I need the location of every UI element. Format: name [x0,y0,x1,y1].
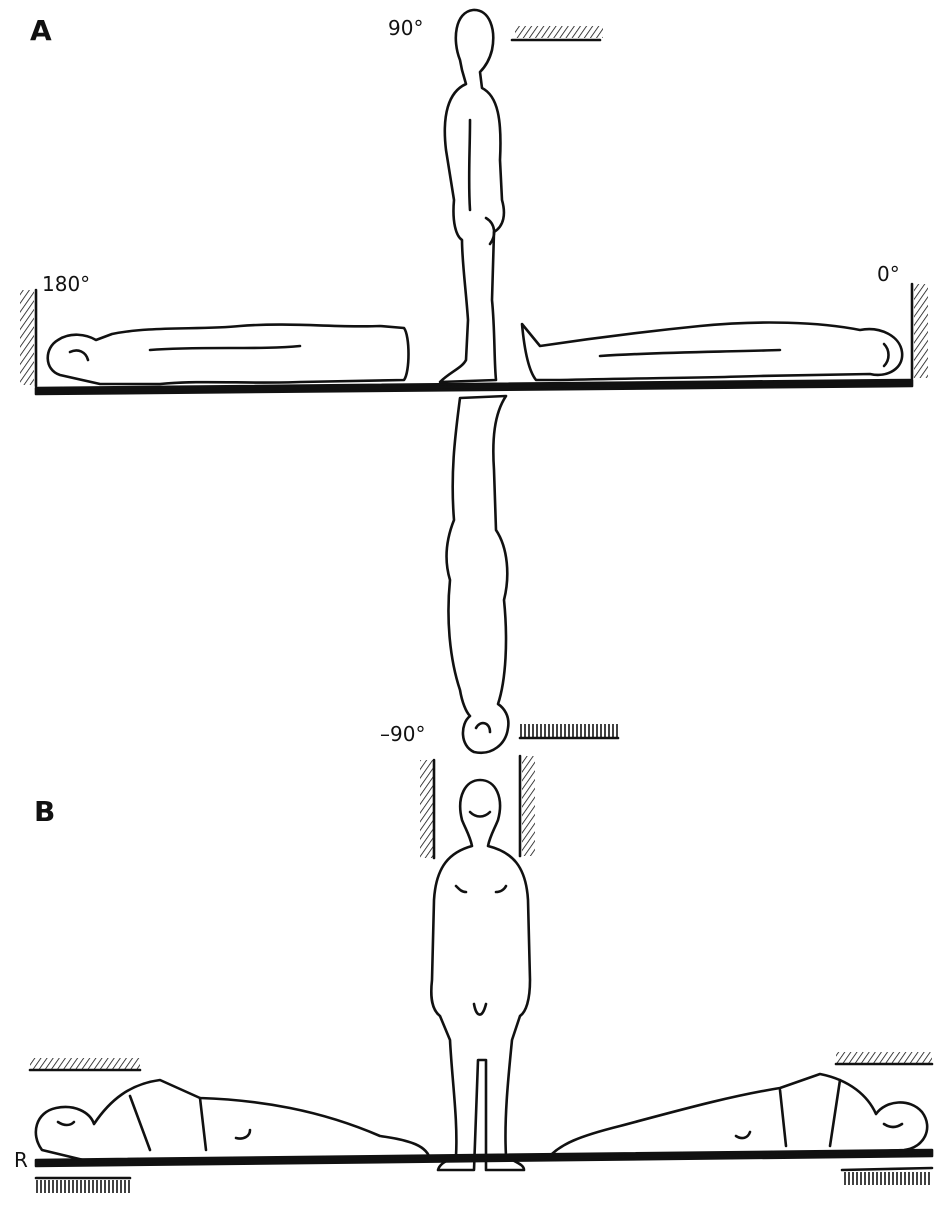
top-hatch-b-left [30,1058,140,1070]
angle-label-90: 90° [388,16,423,40]
top-hatch-b-right [836,1052,932,1064]
panel-label-a: A [30,14,52,47]
supine-figure-right [522,323,902,380]
floor-marker-b-left [36,1178,130,1193]
angle-label-minus-90: –90° [380,722,425,746]
upright-figure-frontal [431,780,530,1170]
upright-figure-profile [440,10,504,382]
frontal-walls [420,756,535,858]
inverted-figure [447,396,509,753]
angle-label-180: 180° [42,272,90,296]
side-label-r: R [14,1148,28,1172]
angle-label-0: 0° [877,262,900,286]
supine-figure-left [48,325,409,384]
top-hatch-a [512,26,603,40]
right-wall-hatch [912,284,928,378]
lateral-figure-left [36,1080,430,1164]
bottom-floor-marker-a [520,724,618,738]
floor-marker-b-right [842,1168,932,1185]
lateral-figure-right [548,1074,927,1158]
panel-label-b: B [34,795,55,828]
left-wall-hatch [20,290,36,386]
